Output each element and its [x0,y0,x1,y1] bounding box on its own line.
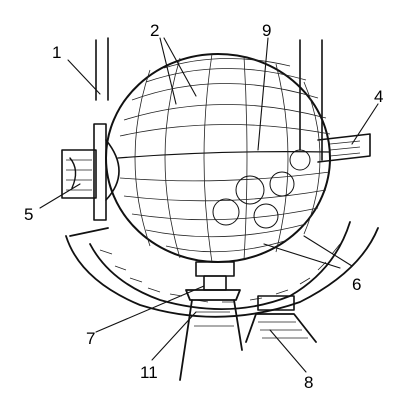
base-arc [65,221,379,318]
right-shaft [317,133,371,163]
label-5: 5 [24,205,33,224]
label-1: 1 [52,43,61,62]
left-post [95,37,109,101]
right-support [245,295,317,343]
label-7: 7 [86,329,95,348]
leader-lines [39,37,379,373]
label-2: 2 [150,21,159,40]
label-6: 6 [352,275,361,294]
pedestal [179,289,243,381]
left-drive [61,123,120,221]
label-9: 9 [262,21,271,40]
label-8: 8 [304,373,313,392]
label-11: 11 [140,363,158,382]
drum [105,53,331,263]
label-4: 4 [374,87,383,106]
bottom-hub [195,261,235,291]
